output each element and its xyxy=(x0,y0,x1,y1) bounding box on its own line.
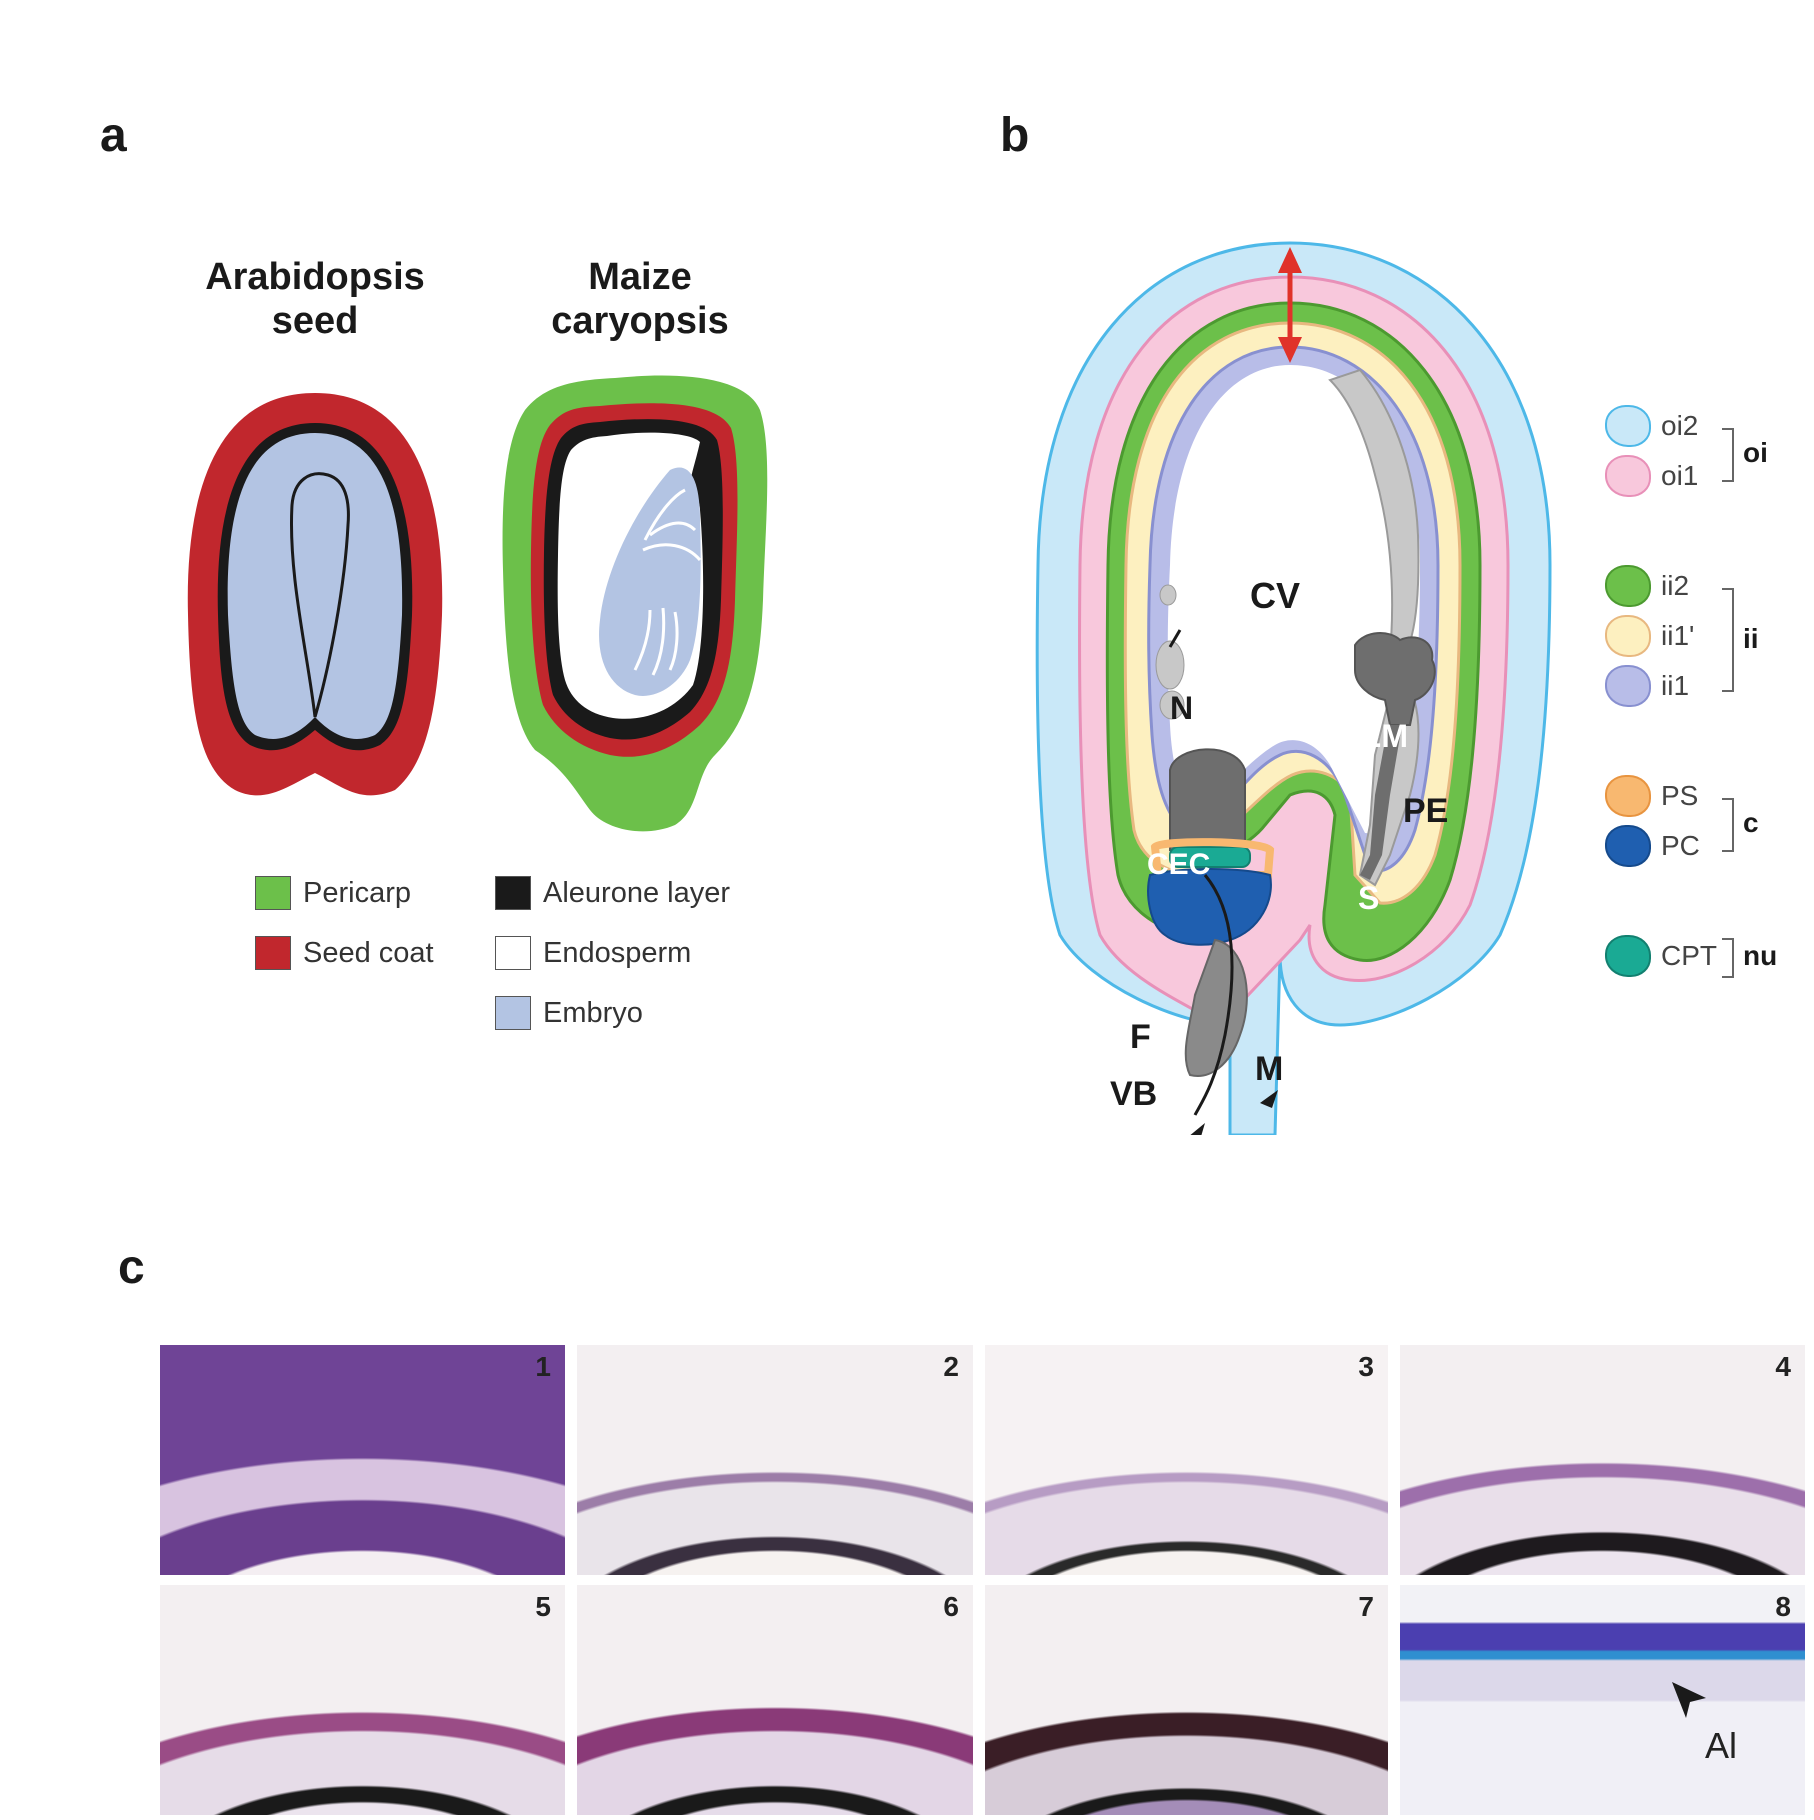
oi1-label: oi1 xyxy=(1661,460,1699,491)
photo-number-2: 2 xyxy=(943,1351,959,1382)
micrograph-5: 5 xyxy=(160,1585,565,1815)
legend-ii1prime: ii1' xyxy=(1605,615,1694,657)
pericarp-swatch xyxy=(255,876,291,910)
legend-ii1: ii1 xyxy=(1605,665,1689,707)
label-cv: CV xyxy=(1250,575,1301,616)
label-f: F xyxy=(1130,1018,1151,1056)
cpt-label: CPT xyxy=(1661,940,1717,971)
legend-oi2: oi2 xyxy=(1605,405,1698,447)
legend-cpt: CPT xyxy=(1605,935,1717,977)
micrograph-4: 4 xyxy=(1400,1345,1805,1575)
arabidopsis-seed-diagram xyxy=(187,393,443,796)
pc-label: PC xyxy=(1661,830,1700,861)
micrograph-1: 1 xyxy=(160,1345,565,1575)
legend-ps: PS xyxy=(1605,775,1698,817)
oi2-label: oi2 xyxy=(1661,410,1699,441)
nu-group-label: nu xyxy=(1743,940,1778,971)
ii1prime-label: ii1' xyxy=(1661,620,1695,651)
photo-number-6: 6 xyxy=(943,1591,959,1622)
arabidopsis-title: Arabidopsis seed xyxy=(170,255,460,343)
oi2-swatch xyxy=(1605,405,1651,447)
c-group-label: c xyxy=(1743,807,1759,838)
ovule-diagram xyxy=(1035,241,1552,1135)
label-cec: CEC xyxy=(1147,848,1211,881)
embryo-swatch xyxy=(495,996,531,1030)
maize-title-line2: caryopsis xyxy=(551,300,729,342)
photo-number-3: 3 xyxy=(1358,1351,1374,1382)
legend-endosperm: Endosperm xyxy=(495,936,691,970)
pc-swatch xyxy=(1605,825,1651,867)
nu-bracket xyxy=(1722,938,1734,978)
ps-swatch xyxy=(1605,775,1651,817)
maize-title-line1: Maize xyxy=(588,256,692,298)
endosperm-label: Endosperm xyxy=(543,936,692,969)
panel-a-letter: a xyxy=(100,109,127,162)
legend-pc: PC xyxy=(1605,825,1700,867)
al-label: Al xyxy=(1705,1725,1738,1766)
ii2-label: ii2 xyxy=(1661,570,1690,601)
legend-pericarp: Pericarp xyxy=(255,876,411,910)
micrograph-6: 6 xyxy=(577,1585,973,1815)
oi-bracket xyxy=(1722,428,1734,482)
arabidopsis-title-line2: seed xyxy=(271,300,359,342)
seed-coat-label: Seed coat xyxy=(303,936,434,969)
ii1-swatch xyxy=(1605,665,1651,707)
oi1-swatch xyxy=(1605,455,1651,497)
panel-c-letter: c xyxy=(118,1241,145,1294)
c-bracket xyxy=(1722,798,1734,852)
al-arrowhead-icon xyxy=(1672,1682,1706,1718)
label-vb: VB xyxy=(1110,1075,1158,1113)
embryo-label: Embryo xyxy=(543,996,643,1029)
maize-caryopsis-diagram xyxy=(502,375,768,832)
seed-coat-swatch xyxy=(255,936,291,970)
ii1prime-swatch xyxy=(1605,615,1651,657)
micrograph-3: 3 xyxy=(985,1345,1388,1575)
panel-b-letter: b xyxy=(1000,109,1030,162)
maize-title: Maize caryopsis xyxy=(495,255,785,343)
micrograph-8: 8 Al xyxy=(1400,1585,1805,1815)
legend-embryo: Embryo xyxy=(495,996,643,1030)
label-em: EM xyxy=(1360,718,1408,754)
pericarp-label: Pericarp xyxy=(303,876,411,909)
aleurone-swatch xyxy=(495,876,531,910)
ii1-label: ii1 xyxy=(1661,670,1690,701)
ps-label: PS xyxy=(1661,780,1699,811)
photo-number-5: 5 xyxy=(535,1591,551,1622)
endosperm-swatch xyxy=(495,936,531,970)
label-n: N xyxy=(1170,690,1194,726)
photo-number-4: 4 xyxy=(1775,1351,1791,1382)
legend-aleurone: Aleurone layer xyxy=(495,876,730,910)
micrograph-2: 2 xyxy=(577,1345,973,1575)
ii-bracket xyxy=(1722,588,1734,692)
oi-group-label: oi xyxy=(1743,437,1768,468)
ii-group-label: ii xyxy=(1743,623,1759,654)
ii2-swatch xyxy=(1605,565,1651,607)
aleurone-label: Aleurone layer xyxy=(543,876,730,909)
photo-number-8: 8 xyxy=(1775,1591,1791,1622)
label-s: S xyxy=(1358,880,1380,916)
cpt-swatch xyxy=(1605,935,1651,977)
photo-number-7: 7 xyxy=(1358,1591,1374,1622)
legend-seed-coat: Seed coat xyxy=(255,936,434,970)
legend-ii2: ii2 xyxy=(1605,565,1689,607)
label-m: M xyxy=(1255,1050,1284,1088)
arabidopsis-title-line1: Arabidopsis xyxy=(205,256,425,298)
micrograph-7: 7 xyxy=(985,1585,1388,1815)
legend-oi1: oi1 xyxy=(1605,455,1698,497)
photo-number-1: 1 xyxy=(535,1351,551,1382)
label-pe: PE xyxy=(1403,792,1449,830)
